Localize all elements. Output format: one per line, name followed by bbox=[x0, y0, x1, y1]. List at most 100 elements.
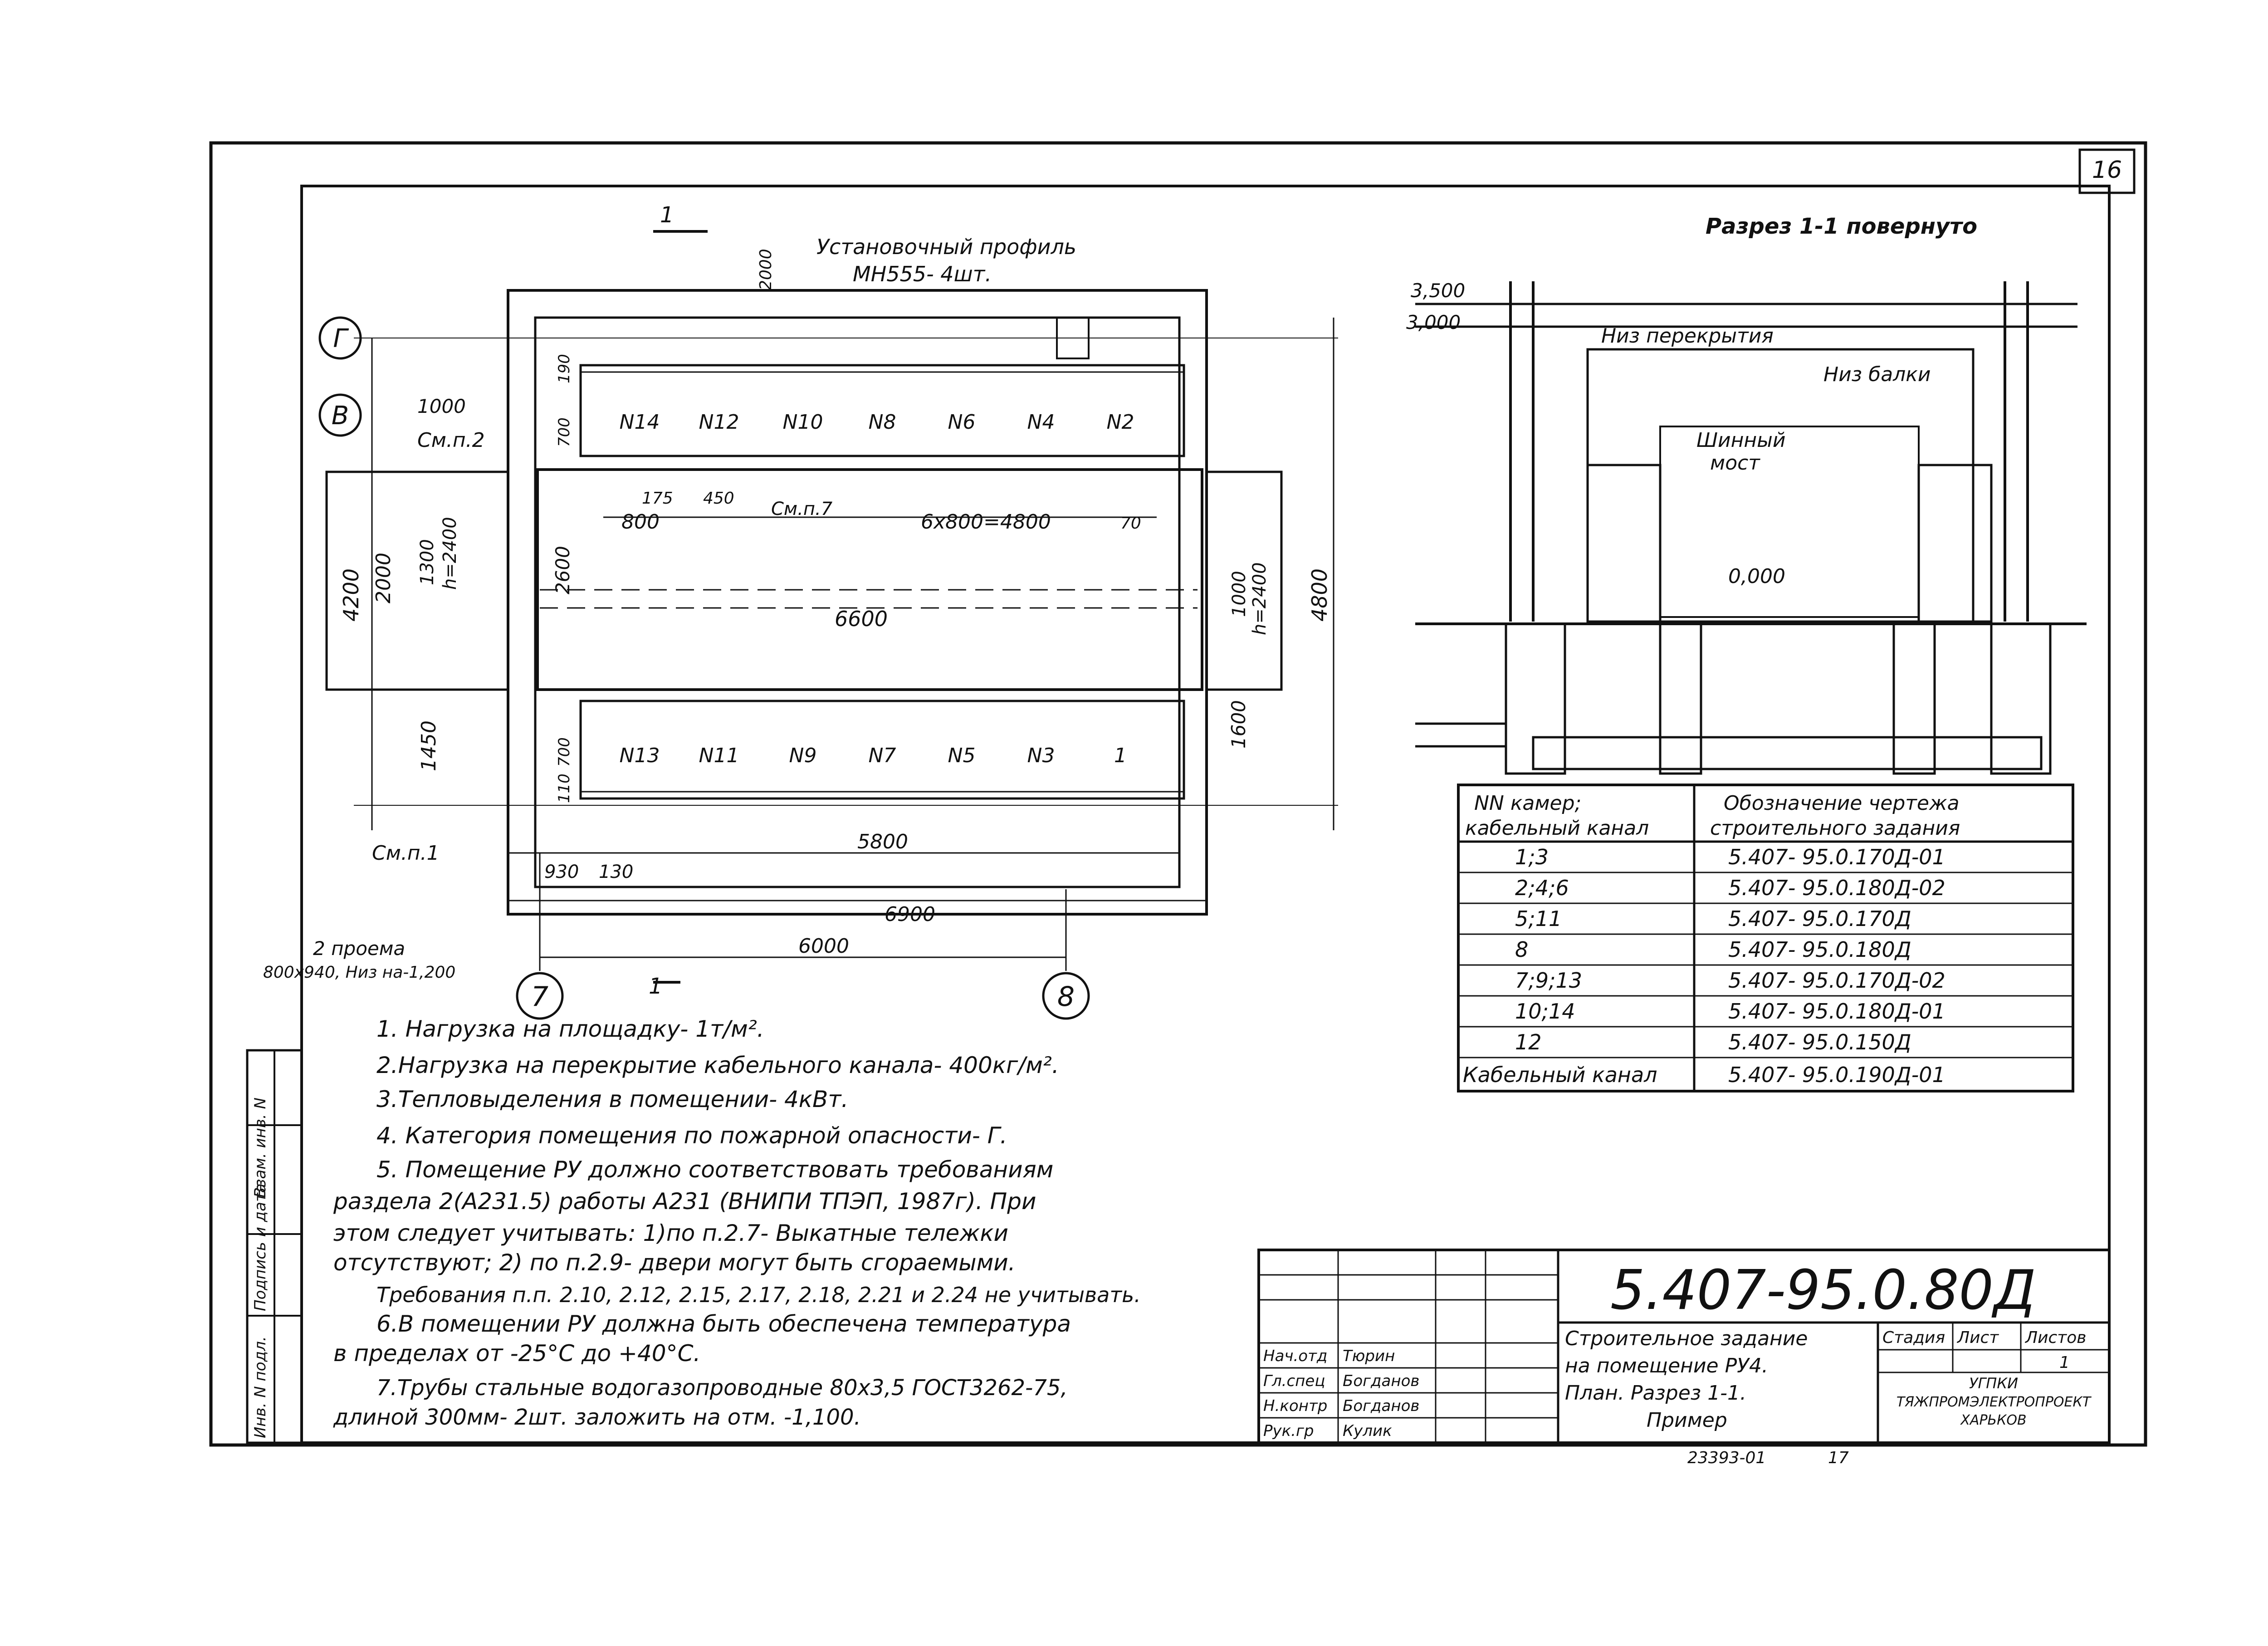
org-line-3: ХАРЬКОВ bbox=[1960, 1412, 2026, 1428]
note-5a: 5. Помещение РУ должно соответствовать т… bbox=[376, 1156, 1053, 1183]
note-7b: длиной 300мм- 2шт. заложить на отм. -1,1… bbox=[333, 1405, 861, 1430]
title-block bbox=[1257, 1249, 2111, 1444]
sig-name-1: Тюрин bbox=[1343, 1347, 1395, 1365]
axis-bubble-g bbox=[318, 316, 362, 360]
dim-190: 190 bbox=[555, 354, 573, 383]
drawing-table bbox=[1457, 784, 2074, 1092]
stamp-replace-label: Взам. инв. N bbox=[251, 1097, 269, 1198]
plan-dimensions: 1000 2000 190 700 175 450 800 6х800=4800… bbox=[339, 249, 1332, 958]
chamber-n10: N10 bbox=[783, 411, 823, 434]
right-niche bbox=[1205, 470, 1283, 691]
dim-4800-vertical-label: 4800 bbox=[1307, 568, 1332, 622]
sig-name-3: Богданов bbox=[1343, 1397, 1419, 1415]
dim-h2400-right: h=2400 bbox=[1249, 562, 1270, 635]
openings-label-1: 2 проема bbox=[313, 937, 405, 960]
sig-name-2: Богданов bbox=[1343, 1372, 1419, 1390]
elevation-3000: 3,000 bbox=[1406, 311, 1461, 333]
table-row-4-code: 5.407- 95.0.180Д bbox=[1728, 937, 1911, 962]
dim-175: 175 bbox=[642, 489, 673, 508]
title-line-3: План. Разрез 1-1. bbox=[1565, 1381, 1746, 1405]
table-header-chambers-1: NN камер; bbox=[1474, 792, 1581, 815]
stamp-sign-label: Подпись и дата bbox=[251, 1183, 269, 1311]
dim-1000-right: 1000 bbox=[1229, 571, 1250, 617]
sig-role-4: Рук.гр bbox=[1263, 1422, 1314, 1440]
archive-number: 23393-01 bbox=[1687, 1449, 1766, 1467]
cable-channel bbox=[536, 468, 1203, 691]
note-3: 3.Тепловыделения в помещении- 4кВт. bbox=[376, 1086, 848, 1112]
dim-1450: 1450 bbox=[417, 720, 440, 771]
table-header-drawing-2: строительного задания bbox=[1710, 817, 1960, 840]
note-6a: 6.В помещении РУ должна быть обеспечена … bbox=[376, 1311, 1071, 1337]
inner-frame bbox=[300, 185, 2111, 1444]
axis-8-label: 8 bbox=[1057, 981, 1075, 1013]
dim-4200: 4200 bbox=[339, 568, 363, 622]
note-6b: в пределах от -25°С до +40°С. bbox=[333, 1340, 700, 1367]
axis-bubble-8 bbox=[1042, 972, 1090, 1020]
title-line-4: Пример bbox=[1647, 1409, 1727, 1432]
sig-role-3: Н.контр bbox=[1263, 1397, 1327, 1415]
table-row-8-code: 5.407- 95.0.190Д-01 bbox=[1728, 1063, 1945, 1087]
table-row-2-chambers: 2;4;6 bbox=[1515, 876, 1569, 900]
see-p2-label: См.п.2 bbox=[417, 429, 485, 452]
section-mark-top: 1 bbox=[660, 202, 674, 228]
table-row-2-code: 5.407- 95.0.180Д-02 bbox=[1728, 876, 1945, 900]
table-header-drawing-1: Обозначение чертежа bbox=[1724, 792, 1960, 815]
table-row-5-code: 5.407- 95.0.170Д-02 bbox=[1728, 968, 1945, 993]
table-row-6-code: 5.407- 95.0.180Д-01 bbox=[1728, 999, 1945, 1024]
sig-name-4: Кулик bbox=[1343, 1422, 1392, 1440]
table-header-chambers-2: кабельный канал bbox=[1465, 817, 1649, 840]
slab-bottom-label: Низ перекрытия bbox=[1601, 324, 1774, 348]
bottom-chamber-row bbox=[579, 700, 1185, 800]
chamber-n7: N7 bbox=[869, 744, 896, 767]
chamber-n3: N3 bbox=[1027, 744, 1055, 767]
table-row-8-chambers: Кабельный канал bbox=[1463, 1063, 1657, 1087]
chamber-n2: N2 bbox=[1107, 411, 1134, 434]
table-row-6-chambers: 10;14 bbox=[1515, 999, 1575, 1024]
chamber-n6: N6 bbox=[948, 411, 976, 434]
chamber-n8: N8 bbox=[869, 411, 896, 434]
note-5d: отсутствуют; 2) по п.2.9- двери могут бы… bbox=[333, 1249, 1016, 1276]
sheet-header: Лист bbox=[1956, 1328, 1999, 1347]
note-5b: раздела 2(А231.5) работы А231 (ВНИПИ ТПЭ… bbox=[333, 1188, 1036, 1215]
left-niche bbox=[325, 470, 509, 691]
table-row-3-code: 5.407- 95.0.170Д bbox=[1728, 906, 1911, 931]
dim-6600: 6600 bbox=[835, 607, 888, 631]
chamber-n4: N4 bbox=[1027, 411, 1055, 434]
busbar-bridge bbox=[1659, 426, 1920, 618]
chamber-n12: N12 bbox=[699, 411, 739, 434]
dim-930: 930 bbox=[544, 862, 579, 882]
stamp-inv-label: Инв. N подл. bbox=[251, 1336, 269, 1438]
side-stamp: Инв. N подл. Подпись и дата Взам. инв. N bbox=[246, 1049, 303, 1444]
sheets-header: Листов bbox=[2024, 1328, 2086, 1347]
table-row-1-code: 5.407- 95.0.170Д-01 bbox=[1728, 845, 1945, 869]
room-walls bbox=[507, 289, 1208, 916]
chamber-n9: N9 bbox=[789, 744, 817, 767]
note-5c: этом следует учитывать: 1)по п.2.7- Выка… bbox=[333, 1220, 1008, 1246]
sig-role-1: Нач.отд bbox=[1263, 1347, 1327, 1365]
busbar-label-1: Шинный bbox=[1696, 429, 1786, 452]
axis-g-label: Г bbox=[333, 324, 349, 353]
dim-6x800: 6х800=4800 bbox=[921, 510, 1051, 534]
table-row-1-chambers: 1;3 bbox=[1515, 845, 1549, 869]
dim-2000-profile: 2000 bbox=[757, 249, 775, 290]
axis-bubble-7 bbox=[516, 972, 564, 1020]
see-p1-label: См.п.1 bbox=[372, 842, 440, 865]
title-line-2: на помещение РУ4. bbox=[1565, 1354, 1768, 1377]
dim-110: 110 bbox=[555, 774, 573, 803]
dim-1300: 1300 bbox=[417, 539, 438, 585]
dim-130: 130 bbox=[599, 862, 633, 882]
dim-70: 70 bbox=[1120, 514, 1141, 533]
dim-700-bottom: 700 bbox=[555, 737, 573, 767]
dim-450: 450 bbox=[703, 489, 734, 508]
profile-label-2: МН555- 4шт. bbox=[853, 262, 992, 286]
table-row-5-chambers: 7;9;13 bbox=[1515, 968, 1582, 993]
note-4: 4. Категория помещения по пожарной опасн… bbox=[376, 1122, 1007, 1149]
sheets-value: 1 bbox=[2059, 1353, 2070, 1372]
note-5e: Требования п.п. 2.10, 2.12, 2.15, 2.17, … bbox=[376, 1283, 1141, 1307]
dim-6000: 6000 bbox=[798, 935, 849, 958]
bottom-chamber-labels: N13 N11 N9 N7 N5 N3 1 bbox=[620, 744, 1127, 767]
sheet-number: 16 bbox=[2092, 157, 2122, 184]
note-7a: 7.Трубы стальные водогазопроводные 80х3,… bbox=[376, 1375, 1068, 1401]
dim-700-top: 700 bbox=[555, 417, 573, 447]
